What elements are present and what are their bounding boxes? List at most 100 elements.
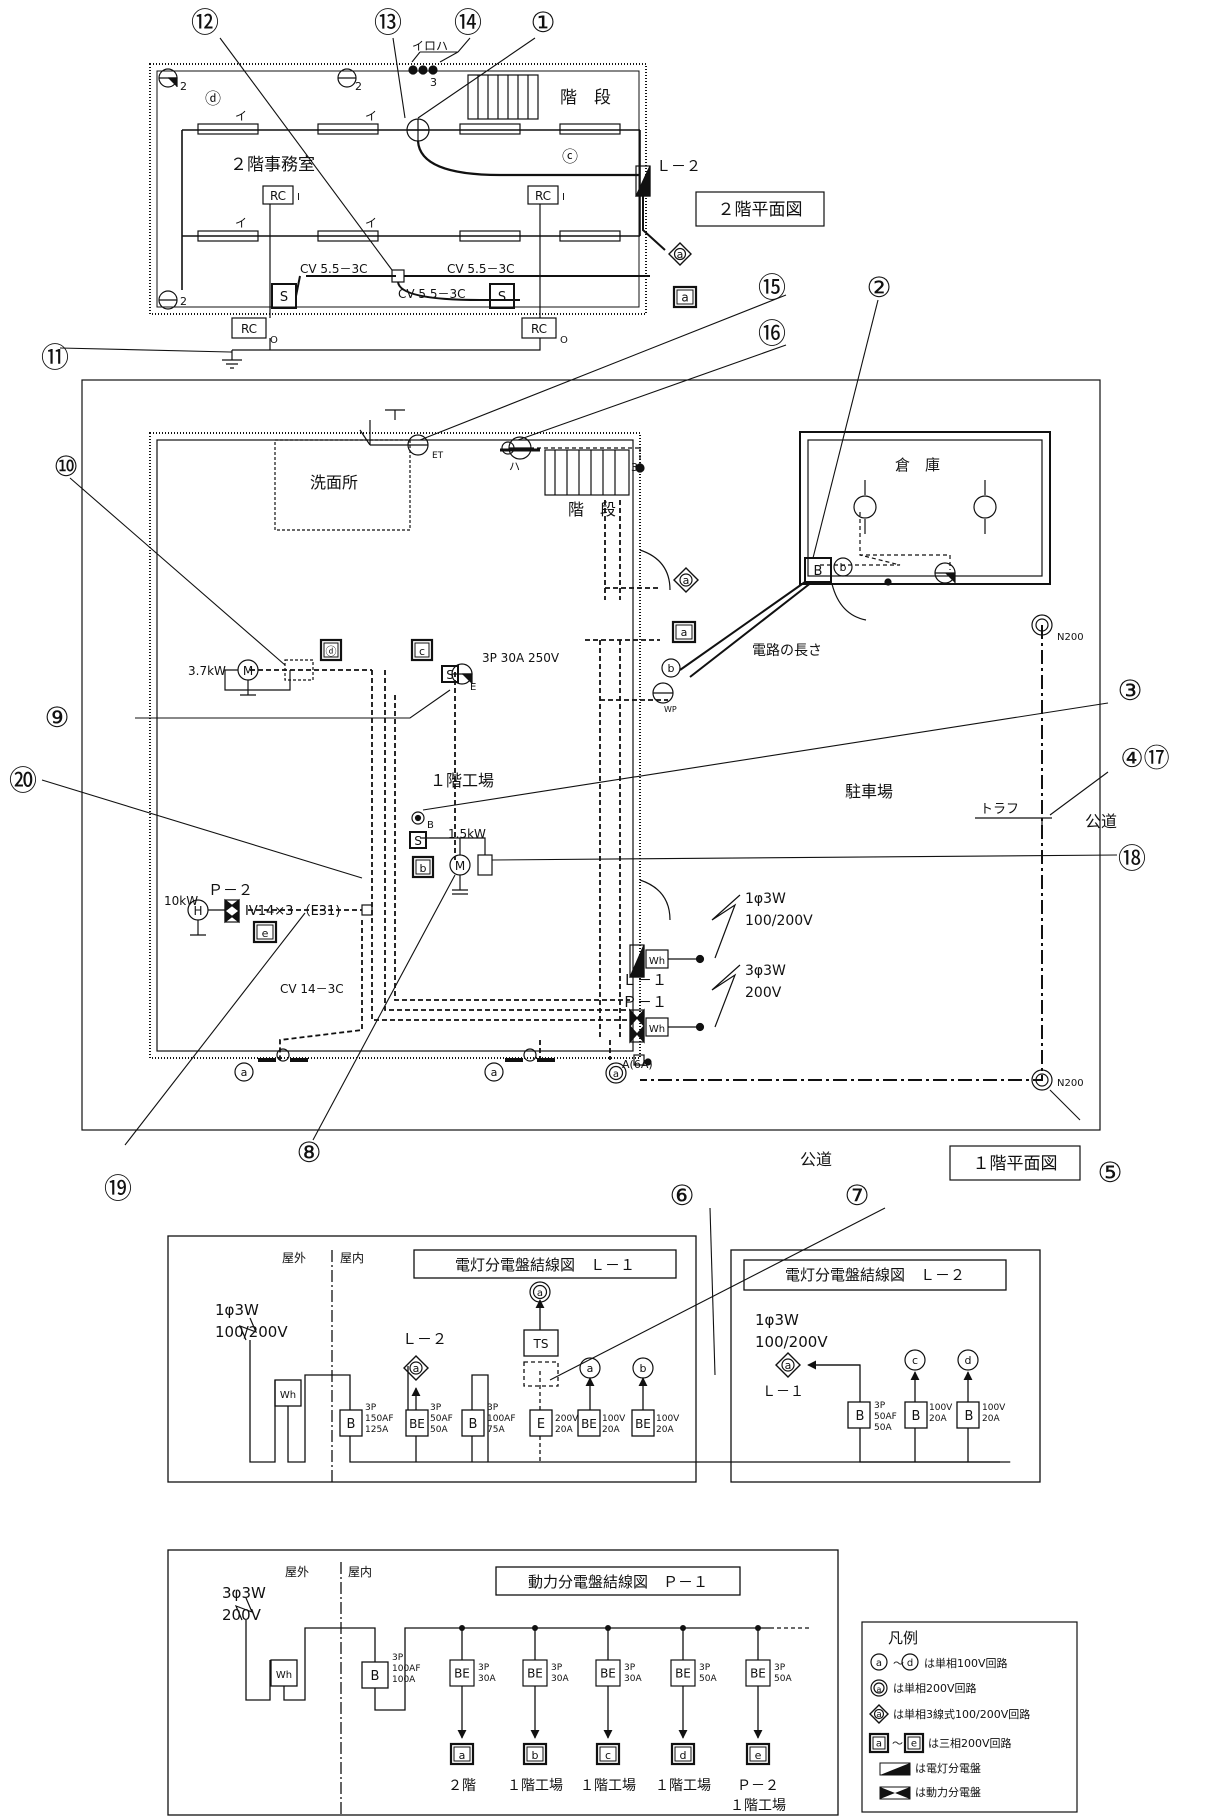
panel-label-l2: Ｌ－２ xyxy=(656,157,701,175)
callout-number: ⑮ xyxy=(758,271,786,304)
label-l2_diagram-b_r3: 50A xyxy=(874,1423,892,1433)
l1-panel-diagram xyxy=(167,1235,1000,1483)
circuit-circle xyxy=(234,1062,254,1082)
label-p1_diagram-letters-1: b xyxy=(840,561,847,574)
callout-number: ⑬ xyxy=(374,6,402,39)
circuit-box xyxy=(522,1659,548,1687)
callout-number: ⑳ xyxy=(9,764,37,797)
label-floor2-d: ⓓ xyxy=(205,89,221,108)
label-p1_diagram-b_r2: 100AF xyxy=(392,1664,421,1674)
label-legend-row4: は三相200V回路 xyxy=(928,1737,1012,1750)
callout-leaders xyxy=(41,37,1118,1381)
label-floor1-circuit_length: 電路の長さ xyxy=(752,643,822,659)
label-floor2-title: ２階平面図 xyxy=(718,200,803,220)
circuit-box xyxy=(671,620,697,644)
label-l1_diagram-b1_r1: 3P xyxy=(365,1403,377,1413)
circuit-diamond xyxy=(673,567,699,593)
label-l1_diagram-b2_r1: 3P xyxy=(487,1403,499,1413)
circuit-circle xyxy=(781,1358,795,1372)
circuit-box xyxy=(676,289,694,305)
label-floor1-factory: １階工場 xyxy=(430,771,494,790)
label-l1_diagram-be: BE xyxy=(581,1417,597,1431)
label-floor2-a_dia: a xyxy=(413,1362,420,1375)
label-floor2-cable3: CV 5.5－3C xyxy=(398,287,466,301)
label-l1_diagram-be1_r2: 50AF xyxy=(430,1414,453,1424)
label-p1_diagram-br_labels-9: 50A xyxy=(774,1674,792,1684)
label-l1_diagram-b1_r3: 125A xyxy=(365,1425,389,1435)
label-l1_diagram-title: 電灯分電盤結線図 Ｌ－１ xyxy=(455,1256,635,1274)
label-p1_diagram-letters-2: c xyxy=(605,1749,611,1762)
callout-number: ① xyxy=(530,6,555,39)
callout-number: ④⑰ xyxy=(1120,744,1169,774)
circuit-box xyxy=(449,1742,475,1766)
callout-number: ⑦ xyxy=(844,1179,869,1212)
label-p1_diagram-dest-4: Ｐ－２ xyxy=(737,1778,779,1794)
l2-panel-diagram xyxy=(730,1249,1041,1483)
circuit-circle xyxy=(605,1062,627,1084)
label-floor2-a_box: a xyxy=(241,1066,248,1079)
label-p1_diagram-be: BE xyxy=(454,1666,470,1680)
circuit-circle xyxy=(532,1284,548,1300)
label-p1_diagram-dest-2: １階工場 xyxy=(580,1778,636,1794)
label-l2_diagram-bd_r1: 100V xyxy=(982,1403,1006,1413)
label-p1_diagram-br_labels-5: 30A xyxy=(624,1674,642,1684)
label-p1_diagram-br_labels-6: 3P xyxy=(699,1663,711,1673)
circuit-box xyxy=(749,1746,767,1762)
label-l1_diagram-ts: TS xyxy=(533,1337,549,1351)
label-floor1-supply3: 3φ3W xyxy=(745,963,786,979)
circuit-circle xyxy=(409,1361,423,1375)
label-floor2-rc_sub0: O xyxy=(560,335,568,346)
label-l1_diagram-be2_r1: 100V xyxy=(602,1414,626,1424)
label-l2_diagram-l1: Ｌ－１ xyxy=(762,1384,804,1400)
label-floor2-a_box: a xyxy=(537,1288,543,1299)
callout-number: ⑪ xyxy=(41,341,69,374)
label-legend-tilde: ～ xyxy=(892,1737,903,1750)
label-l1_diagram-supply2: 100/200V xyxy=(215,1323,288,1341)
label-p1_diagram-b_r1: 3P xyxy=(392,1653,404,1663)
label-l1_diagram-e_r1: 200V xyxy=(555,1414,579,1424)
label-legend-row2: は単相200V回路 xyxy=(893,1681,977,1695)
circuit-circle xyxy=(901,1653,919,1671)
label-l2_diagram-title: 電灯分電盤結線図 Ｌ－２ xyxy=(785,1266,965,1284)
power-panel-symbol xyxy=(880,1787,910,1799)
floor2-plan xyxy=(149,63,666,369)
label-p1_diagram-letters-4: e xyxy=(911,1739,917,1750)
label-p1_diagram-be: BE xyxy=(675,1666,691,1680)
circuit-box xyxy=(907,1736,921,1750)
label-floor1-supply1b: 100/200V xyxy=(745,913,813,929)
circuit-box xyxy=(670,1659,696,1687)
label-l2_diagram-supply2: 100/200V xyxy=(755,1333,828,1351)
label-legend-row1: は単相100V回路 xyxy=(924,1656,1008,1670)
label-floor2-a_dia: a xyxy=(677,248,684,261)
power-panel-symbol-frame xyxy=(879,1786,911,1800)
label-floor1-b: B xyxy=(427,820,434,831)
label-l2_diagram-bd_r2: 20A xyxy=(982,1414,1000,1424)
label-p1_diagram-letters-3: d xyxy=(680,1749,687,1762)
label-floor2-cable2: CV 5.5－3C xyxy=(447,262,515,276)
label-floor2-a_box: a xyxy=(613,1069,619,1080)
circuit-diamond xyxy=(403,1355,429,1381)
circuit-diamond xyxy=(668,242,692,266)
circuit-box xyxy=(415,859,431,875)
label-floor1-ha: ハ xyxy=(509,460,520,473)
label-floor2-a_dia: a xyxy=(683,574,690,587)
room-label-office: ２階事務室 xyxy=(230,155,315,175)
circuit-box xyxy=(319,638,343,662)
circuit-box xyxy=(674,1746,692,1762)
label-p1_diagram-title: 動力分電盤結線図 Ｐ－１ xyxy=(528,1573,708,1591)
label-floor1-e: E xyxy=(470,682,476,693)
label-floor1-stairs: 階 段 xyxy=(568,500,616,519)
label-floor1-supply3b: 200V xyxy=(745,985,782,1001)
label-p1_diagram-outdoor: 屋外 xyxy=(285,1565,309,1579)
label-p1_diagram-br_labels-7: 50A xyxy=(699,1674,717,1684)
label-p1_diagram-br_labels-4: 3P xyxy=(624,1663,636,1673)
label-legend-row3: は単相3線式100/200V回路 xyxy=(893,1707,1030,1721)
circuit-box xyxy=(868,1732,890,1754)
label-p1_diagram-b: B xyxy=(371,1669,380,1684)
label-floor1-iv: IV14×3 （E31) xyxy=(245,904,340,919)
label-floor2-a_box: a xyxy=(876,1658,882,1669)
circuit-box xyxy=(670,1742,696,1766)
label-floor1-road2: 公道 xyxy=(800,1150,832,1169)
label-floor1-wh: Wh xyxy=(649,1024,665,1035)
circuit-diamond xyxy=(869,1704,889,1724)
